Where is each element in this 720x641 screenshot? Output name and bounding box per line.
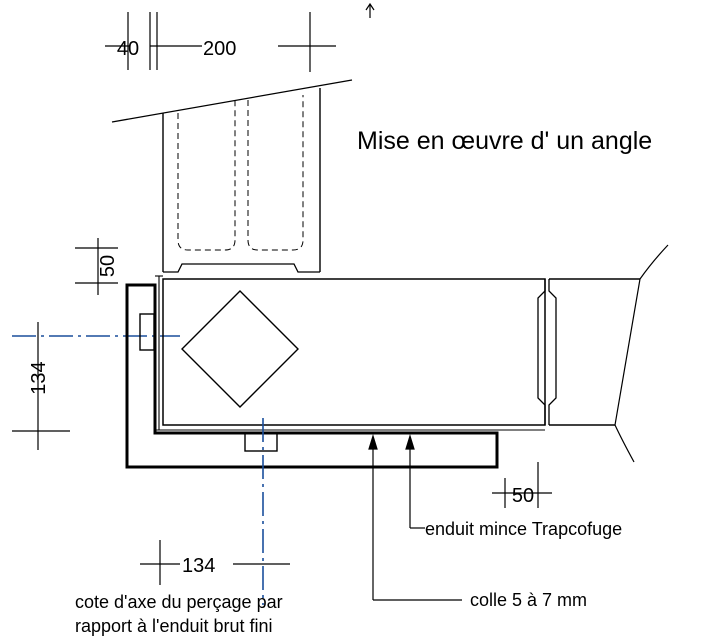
outer-l-cladding [125, 283, 499, 469]
leader-arrows [368, 433, 462, 601]
label-cote-line2: rapport à l'enduit brut fini [75, 616, 273, 636]
right-wall-block [549, 244, 669, 463]
left-dim-134-lines [12, 322, 70, 450]
dim-top-200: 200 [203, 38, 236, 60]
label-colle: colle 5 à 7 mm [470, 590, 587, 610]
upper-wall-block [111, 79, 353, 273]
top-dimension-lines [105, 2, 375, 72]
dim-bottom-134: 134 [182, 555, 215, 577]
left-dim-50-lines [75, 238, 118, 295]
dim-left-134: 134 [28, 361, 50, 394]
label-cote-line1: cote d'axe du perçage par [75, 592, 283, 612]
bottom-dim-134-lines [140, 540, 290, 585]
dim-top-40: 40 [117, 38, 139, 60]
drawing-title: Mise en œuvre d' un angle [357, 127, 652, 155]
dim-right-50: 50 [512, 485, 534, 507]
right-dim-50-lines [492, 462, 552, 508]
dim-left-50: 50 [97, 255, 119, 277]
main-horizontal-block [139, 275, 557, 452]
label-enduit: enduit mince Trapcofuge [425, 519, 622, 539]
